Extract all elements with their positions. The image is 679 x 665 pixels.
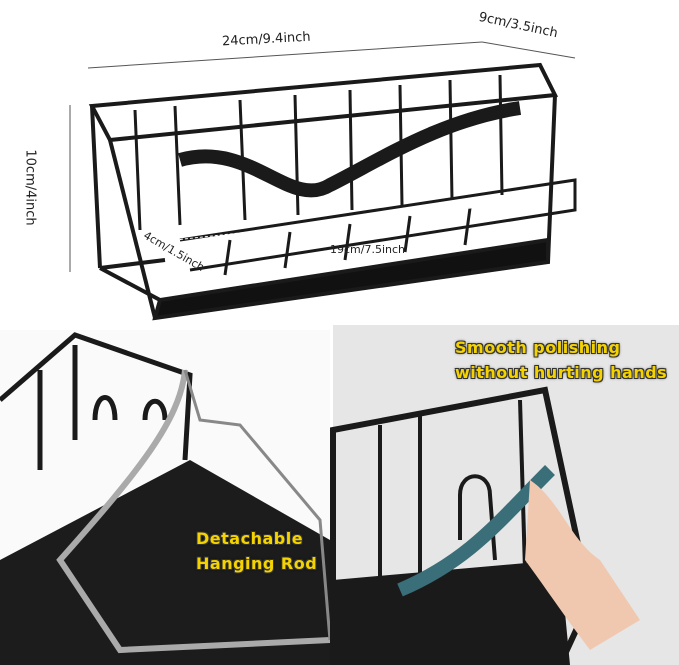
polishing-line2: without hurting hands — [455, 363, 668, 382]
rod-line1: Detachable — [196, 529, 304, 548]
polishing-line1: Smooth polishing — [455, 338, 621, 357]
rod-line2: Hanging Rod — [196, 554, 318, 573]
polishing-closeup-photo — [330, 325, 679, 665]
height-label: 10cm/4inch — [22, 149, 38, 226]
inner-length-label: 19cm/7.5inch — [330, 243, 406, 256]
basket-top-view — [69, 41, 577, 321]
rod-callout: Detachable Hanging Rod — [196, 526, 317, 576]
rod-closeup-photo — [0, 330, 332, 665]
polishing-callout: Smooth polishing without hurting hands — [455, 335, 667, 385]
